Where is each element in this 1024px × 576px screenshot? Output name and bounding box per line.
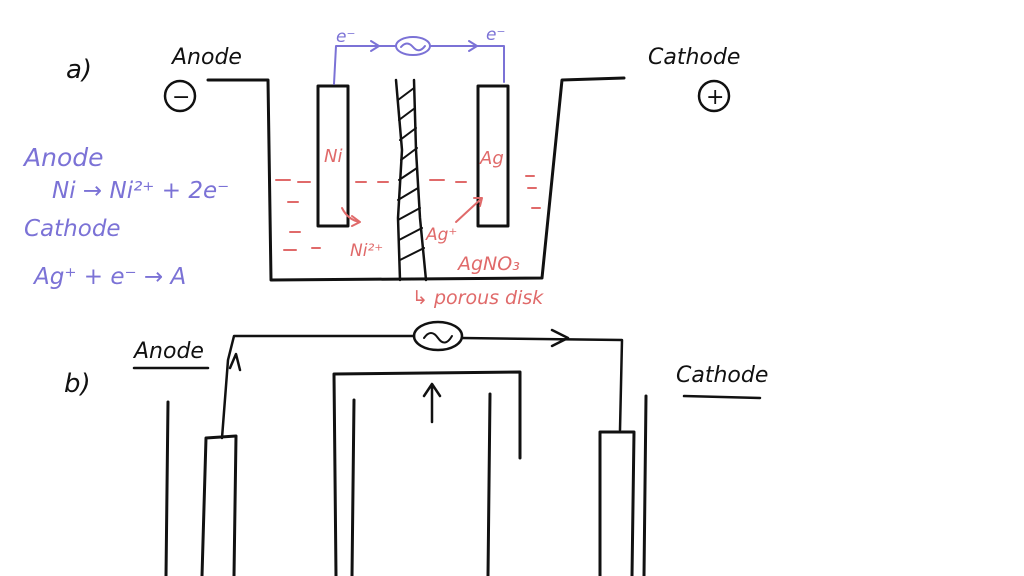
anode-sign: − (172, 85, 190, 110)
anode-note-title: Anode (22, 143, 104, 172)
ni-electrode (316, 84, 350, 228)
anode-label-a: Anode (170, 45, 242, 70)
right-electrode-b (598, 430, 636, 576)
salt-bridge (332, 370, 522, 576)
porous-disk-label: ↳ porous disk (412, 287, 544, 309)
ni-electrode-label: Ni (324, 146, 342, 167)
external-wire-a (333, 45, 505, 85)
electron-label-left: e⁻ (336, 27, 355, 47)
cathode-reaction: Ag⁺ + e⁻ → A (32, 264, 186, 290)
ni-ion-label: Ni²⁺ (350, 241, 383, 261)
solution-label: AgNO₃ (456, 253, 520, 275)
part-b: b) Anode Cathode (64, 320, 768, 576)
ag-electrode-label: Ag (479, 148, 504, 169)
half-reaction-notes: Anode Ni → Ni²⁺ + 2e⁻ Cathode Ag⁺ + e⁻ →… (22, 143, 229, 290)
bulb-filament-a (400, 42, 426, 52)
ni-ion-arrow (341, 207, 361, 227)
beaker-b-right-wall (642, 394, 648, 576)
part-a-label: a) (66, 55, 92, 85)
left-electrode-b (200, 434, 238, 576)
anode-reaction: Ni → Ni²⁺ + 2e⁻ (52, 178, 229, 204)
anode-label-b: Anode (132, 339, 204, 364)
cathode-sign-circle (697, 79, 731, 113)
bulb-a (395, 36, 431, 56)
electron-arrow-left (357, 40, 380, 52)
cathode-sign: + (706, 85, 724, 110)
cathode-label-underline (682, 394, 762, 400)
ag-ion-label: Ag⁺ (425, 225, 457, 245)
electrolyte-surface (275, 175, 541, 251)
ag-electrode (476, 84, 510, 228)
cathode-note-title: Cathode (24, 216, 121, 242)
part-a: a) Anode − Cathode + e⁻ e⁻ Ni Ag Ni²⁺ (66, 25, 740, 309)
wire-arrow-right (550, 328, 570, 348)
wire-arrow-up (228, 352, 242, 372)
electron-label-right: e⁻ (486, 25, 505, 45)
cathode-label-b: Cathode (676, 363, 768, 388)
anode-sign-circle (163, 79, 197, 113)
ag-ion-arrow (455, 197, 483, 223)
porous-disk-a (394, 78, 428, 282)
salt-bridge-arrow (422, 382, 442, 424)
electron-arrow-right (455, 40, 478, 52)
bulb-filament-b (423, 332, 453, 344)
beaker-a (206, 76, 626, 282)
cathode-label-a: Cathode (648, 45, 740, 70)
bulb-b (412, 320, 464, 352)
part-b-label: b) (64, 369, 91, 399)
external-wire-b (220, 334, 624, 440)
beaker-b-left-wall (164, 400, 170, 576)
